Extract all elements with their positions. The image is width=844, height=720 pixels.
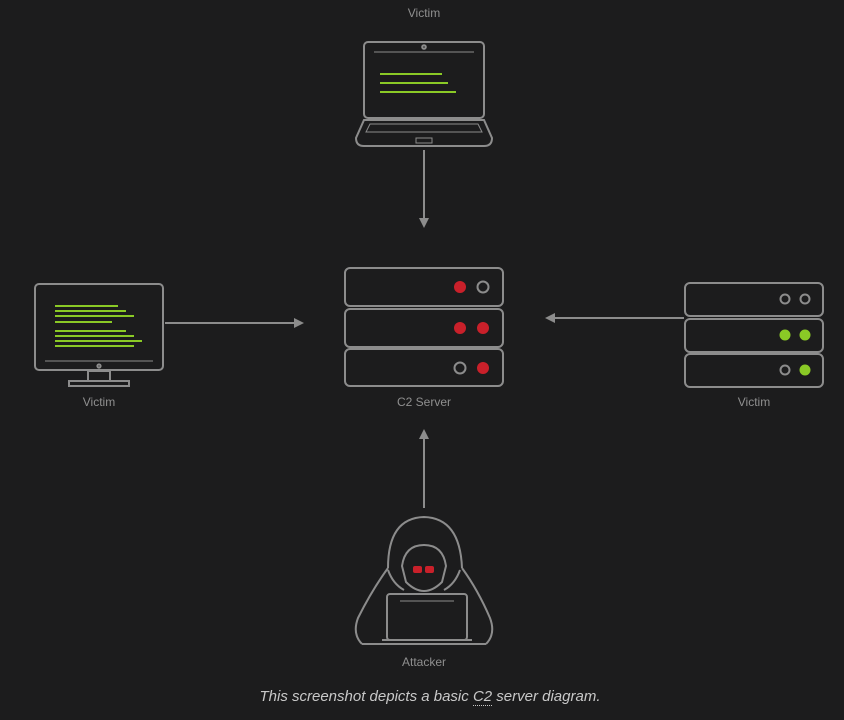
c2-diagram (34, 41, 824, 645)
laptop-icon (354, 41, 494, 147)
caption-abbr: C2 (472, 688, 493, 706)
server-rack-icon (344, 267, 504, 387)
attacker-label: Attacker (401, 655, 446, 669)
figure-caption: This screenshot depicts a basic C2 serve… (0, 688, 844, 706)
victim-monitor-label: Victim (82, 395, 116, 409)
c2-server-label: C2 Server (396, 395, 452, 409)
monitor-icon (34, 283, 164, 387)
caption-text-start: This screenshot depicts a basic (259, 688, 473, 705)
victim-laptop-label: Victim (407, 6, 441, 20)
victim-server-label: Victim (737, 395, 771, 409)
hooded-hacker-icon (354, 515, 494, 645)
caption-text-end: server diagram. (492, 688, 601, 705)
server-rack-icon (684, 282, 824, 388)
hacker-eyes (413, 566, 434, 573)
